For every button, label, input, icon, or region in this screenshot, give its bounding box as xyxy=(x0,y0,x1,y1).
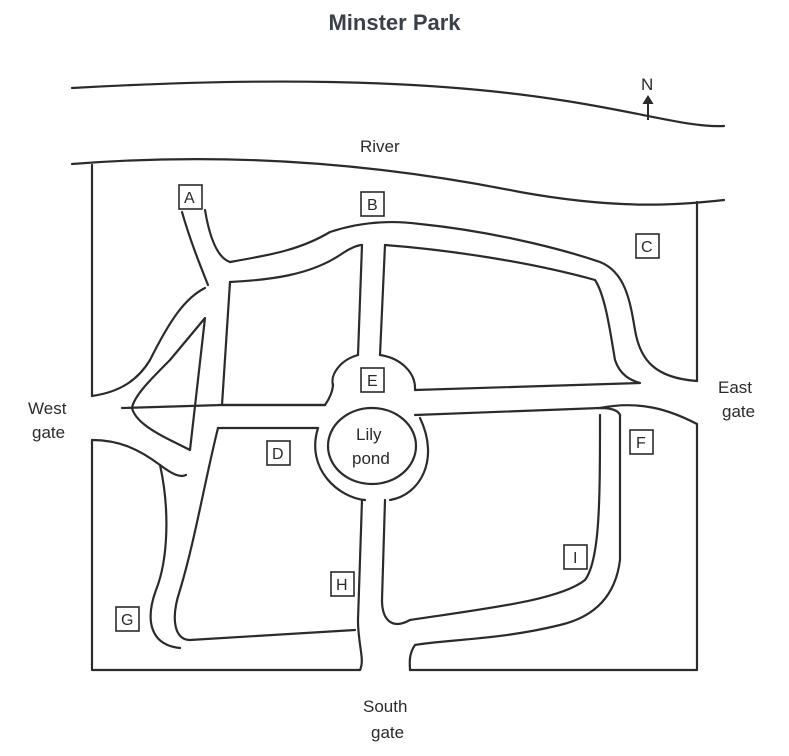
marker-a-box xyxy=(178,184,203,210)
marker-e-box xyxy=(360,367,385,393)
south-outer-path xyxy=(408,413,622,672)
marker-g: G xyxy=(121,612,133,629)
west-gate-label-line2: gate xyxy=(32,423,65,442)
mid-road xyxy=(120,403,622,430)
marker-g-box xyxy=(115,606,140,632)
south-gate-label-line2: gate xyxy=(371,723,404,742)
marker-f-box xyxy=(629,429,654,455)
map-title: Minster Park xyxy=(328,10,461,35)
west-triangle xyxy=(130,316,207,452)
east-gate-path xyxy=(598,404,699,426)
east-gate-label-line1: East xyxy=(718,378,752,397)
marker-d: D xyxy=(272,446,284,463)
river-north-bank xyxy=(70,80,726,128)
river-label: River xyxy=(360,137,400,156)
north-west-block xyxy=(220,280,335,407)
marker-c: C xyxy=(641,239,653,256)
east-gate-label-line2: gate xyxy=(722,402,755,421)
north-loop-inner xyxy=(228,243,642,392)
marker-b-box xyxy=(360,191,385,217)
marker-i-box xyxy=(563,544,588,570)
north-loop-outer xyxy=(228,220,699,383)
river-south-bank xyxy=(70,158,726,206)
west-gate-label-line1: West xyxy=(28,399,67,418)
path-a xyxy=(180,208,232,287)
marker-e: E xyxy=(367,373,378,390)
roundabout-outer xyxy=(331,353,417,392)
pond-label-line2: pond xyxy=(352,449,390,468)
park-boundary xyxy=(90,163,699,672)
south-gate-label-line1: South xyxy=(363,697,407,716)
pond-ring xyxy=(314,416,430,502)
marker-i: I xyxy=(573,550,577,567)
marker-d-box xyxy=(266,440,291,466)
marker-c-box xyxy=(635,233,660,259)
marker-f: F xyxy=(636,435,646,452)
central-south-path xyxy=(356,413,602,672)
marker-h-box xyxy=(330,571,355,597)
marker-a: A xyxy=(184,190,195,207)
north-arrow-icon xyxy=(642,95,654,120)
compass-label: N xyxy=(641,75,653,94)
central-north-path xyxy=(356,243,387,357)
mid-road-west xyxy=(149,426,357,650)
lily-pond xyxy=(326,406,418,486)
marker-h: H xyxy=(336,577,348,594)
pond-label-line1: Lily xyxy=(356,425,382,444)
marker-b: B xyxy=(367,197,378,214)
